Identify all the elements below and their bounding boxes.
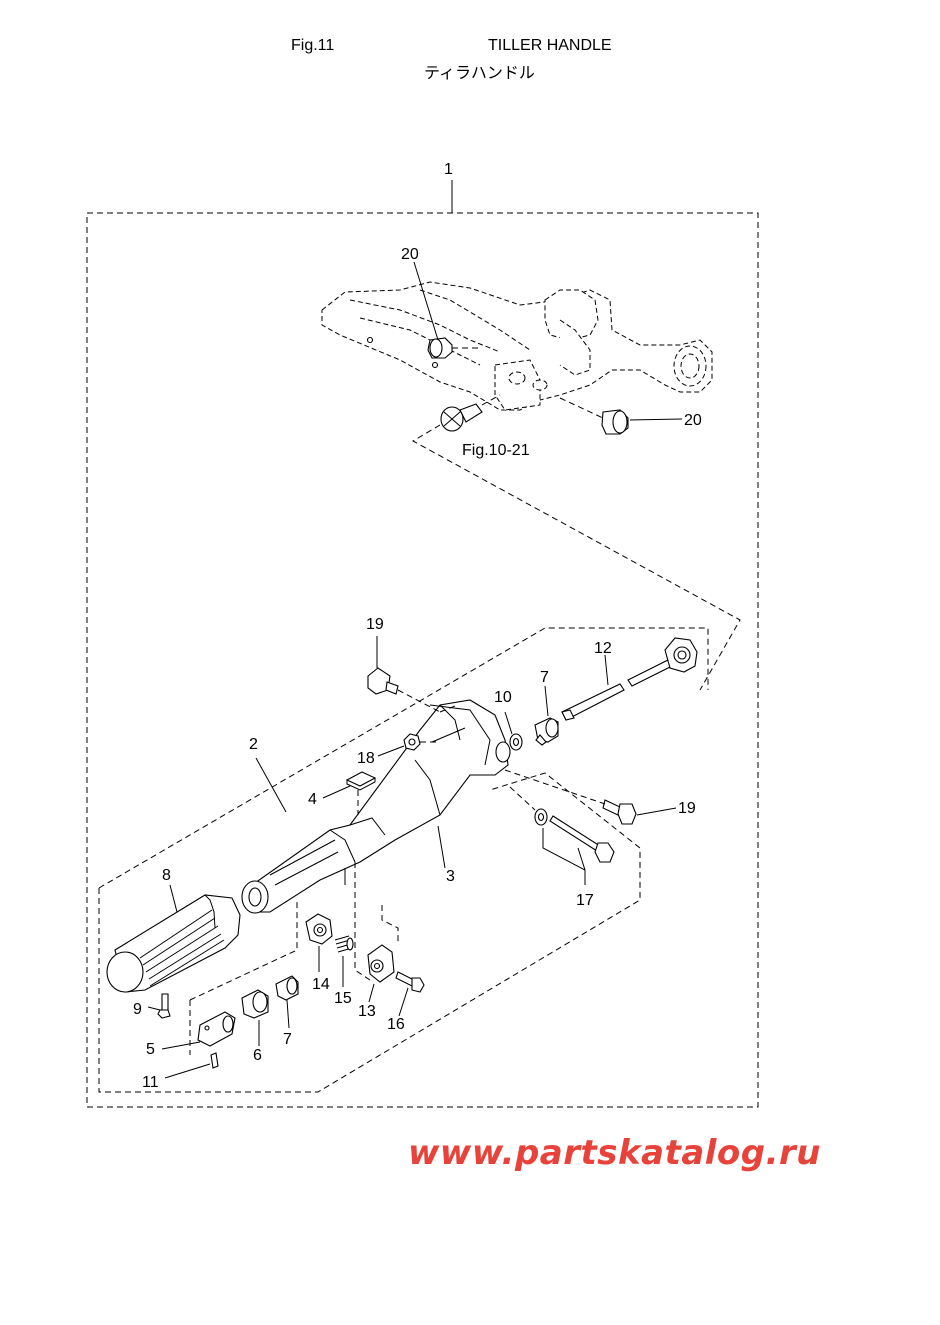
pivot-connection-line xyxy=(411,424,741,691)
tiller-subframe-top xyxy=(98,627,709,889)
callout-9: 9 xyxy=(133,1001,142,1018)
friction-piece-part-14 xyxy=(305,913,333,945)
callout-15: 15 xyxy=(334,990,352,1007)
watermark-url: www.partskatalog.ru xyxy=(408,1133,822,1173)
leader-16 xyxy=(398,987,409,1017)
callout-7-upper: 7 xyxy=(540,669,549,686)
nut-part-18 xyxy=(403,733,440,751)
leader-17b xyxy=(577,847,586,871)
diagram-title: TILLER HANDLE xyxy=(488,37,612,54)
callout-8: 8 xyxy=(162,867,171,884)
callout-2: 2 xyxy=(249,736,258,753)
pin-part-11 xyxy=(210,1052,219,1069)
leader-17 xyxy=(542,828,586,885)
friction-block-part-13 xyxy=(367,944,395,983)
spacer-part-6 xyxy=(241,989,269,1019)
callout-11: 11 xyxy=(142,1074,159,1091)
throttle-grip-part-8 xyxy=(106,894,241,993)
bushing-part-7-upper xyxy=(534,717,559,746)
throttle-shaft-part-12 xyxy=(561,637,698,721)
leader-3 xyxy=(437,825,446,869)
callout-5: 5 xyxy=(146,1041,155,1058)
leader-13 xyxy=(368,983,375,1003)
bolt-washer-part-17 xyxy=(509,786,615,863)
leader-18 xyxy=(377,745,405,757)
diagram-title-japanese: ティラハンドル xyxy=(424,63,535,82)
leader-7-upper xyxy=(544,685,549,717)
leader-9 xyxy=(147,1006,161,1011)
callout-19-upper: 19 xyxy=(366,616,384,633)
callout-17: 17 xyxy=(576,892,594,909)
grip-internals-bracket xyxy=(189,900,298,1055)
swivel-bracket-ghost xyxy=(321,281,713,411)
bolt-part-19-upper xyxy=(367,667,456,713)
leader-20-right xyxy=(629,418,683,421)
spring-part-15 xyxy=(334,935,354,953)
washer-part-10 xyxy=(509,733,523,751)
leader-20-left xyxy=(413,261,439,341)
bushing-part-20-left xyxy=(427,337,478,359)
leader-5 xyxy=(161,1041,201,1050)
reference-bolt xyxy=(440,394,501,432)
leader-19-lower xyxy=(636,807,677,816)
callout-1: 1 xyxy=(444,161,453,178)
callout-20-right: 20 xyxy=(684,412,702,429)
bushing-part-7-lower xyxy=(275,975,299,1001)
callout-14: 14 xyxy=(312,976,330,993)
screw-part-9 xyxy=(157,993,171,1019)
leader-4 xyxy=(322,785,351,799)
callout-12: 12 xyxy=(594,640,612,657)
leader-10 xyxy=(504,711,513,735)
leader-11 xyxy=(164,1063,211,1079)
tiller-subframe-bottom xyxy=(98,772,641,1093)
callout-7-lower: 7 xyxy=(283,1031,292,1048)
callout-20-top: 20 xyxy=(401,246,419,263)
callout-18: 18 xyxy=(357,750,375,767)
figure-number: Fig.11 xyxy=(291,37,335,54)
tiller-arm-part-3 xyxy=(241,699,511,914)
reference-figure-label: Fig.10-21 xyxy=(462,442,530,459)
leader-8 xyxy=(169,884,178,913)
screw-part-16 xyxy=(395,971,425,993)
throttle-link-part-5 xyxy=(197,1011,236,1047)
pad-part-4 xyxy=(345,771,377,791)
internal-leader-dashes xyxy=(354,862,399,981)
callout-16: 16 xyxy=(387,1016,405,1033)
callout-19-lower: 19 xyxy=(678,800,696,817)
callout-10: 10 xyxy=(494,689,512,706)
callout-6: 6 xyxy=(253,1047,262,1064)
assembly-frame xyxy=(86,212,759,1108)
leader-2 xyxy=(255,757,287,813)
bolt-part-19-lower xyxy=(504,769,637,825)
callout-13: 13 xyxy=(358,1003,376,1020)
leader-7-lower xyxy=(286,999,290,1029)
callout-4: 4 xyxy=(308,791,317,808)
callout-3: 3 xyxy=(446,868,455,885)
leader-12 xyxy=(604,654,609,686)
bushing-part-20-right xyxy=(559,397,629,435)
